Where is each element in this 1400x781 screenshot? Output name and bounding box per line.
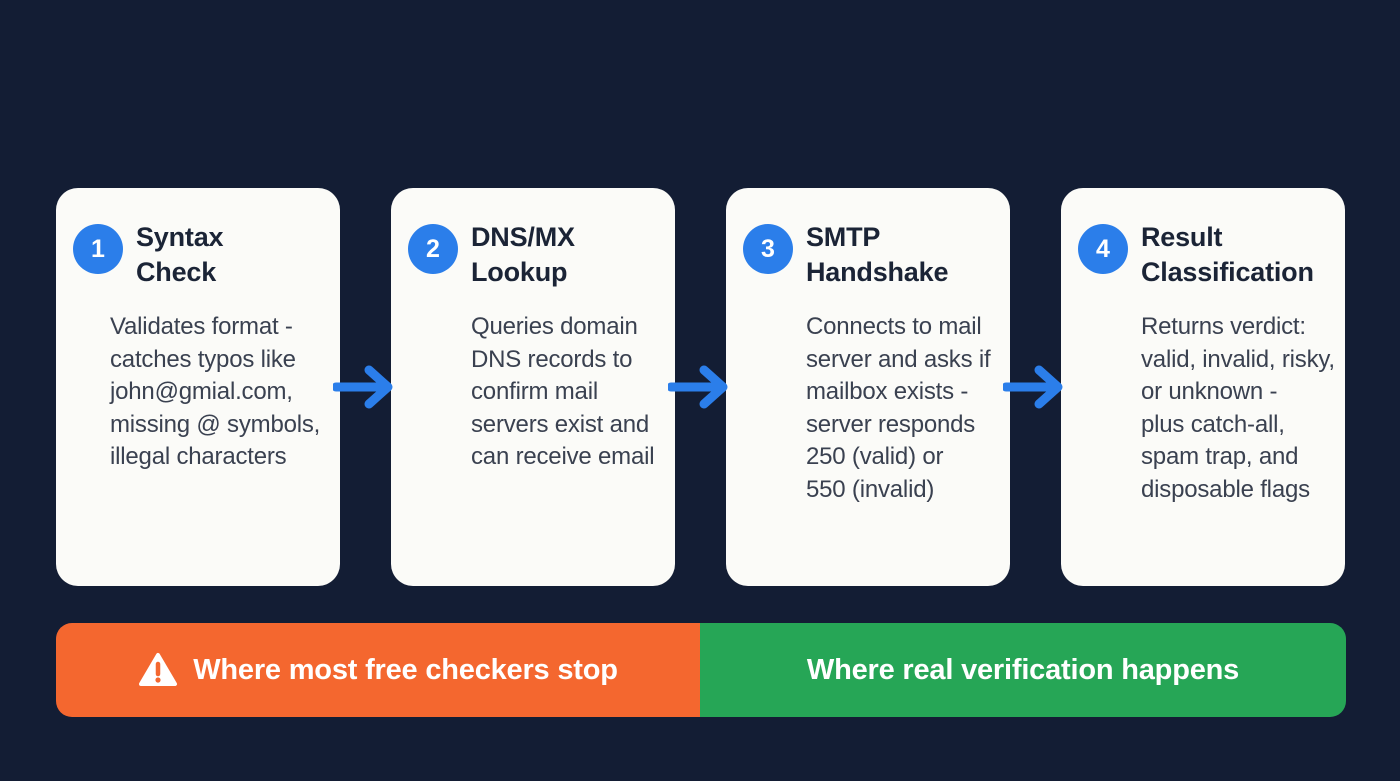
step-number-badge: 4 xyxy=(1078,224,1128,274)
step-description: Connects to mail server and asks if mail… xyxy=(806,313,991,503)
step-title: Syntax Check xyxy=(136,222,224,287)
step-title: Result Classification xyxy=(1141,222,1314,287)
step-header: 4 Result Classification xyxy=(1078,220,1331,290)
step-card-result-classification: 4 Result Classification Returns verdict:… xyxy=(1061,188,1345,586)
step-description: Validates format - catches typos like jo… xyxy=(110,313,321,470)
step-header: 3 SMTP Handshake xyxy=(743,220,996,290)
arrow-right-icon xyxy=(333,365,393,409)
step-card-syntax-check: 1 Syntax Check Validates format - catche… xyxy=(56,188,340,586)
arrow-right-icon xyxy=(668,365,728,409)
real-verification-banner: Where real verification happens xyxy=(700,623,1346,717)
step-card-smtp-handshake: 3 SMTP Handshake Connects to mail server… xyxy=(726,188,1010,586)
warning-triangle-icon xyxy=(139,653,178,686)
step-description: Returns verdict: valid, invalid, risky, … xyxy=(1141,313,1335,503)
real-verification-banner-label: Where real verification happens xyxy=(806,653,1240,686)
free-checkers-banner: Where most free checkers stop xyxy=(56,623,700,717)
arrow-right-icon xyxy=(1003,365,1063,409)
step-number-badge: 3 xyxy=(743,224,793,274)
step-title: SMTP Handshake xyxy=(806,222,949,287)
step-header: 2 DNS/MX Lookup xyxy=(408,220,661,290)
step-number-badge: 1 xyxy=(73,224,123,274)
step-description: Queries domain DNS records to confirm ma… xyxy=(471,313,655,470)
steps-row: 1 Syntax Check Validates format - catche… xyxy=(56,188,1345,586)
step-header: 1 Syntax Check xyxy=(73,220,326,290)
step-card-dns-mx-lookup: 2 DNS/MX Lookup Queries domain DNS recor… xyxy=(391,188,675,586)
free-checkers-banner-label: Where most free checkers stop xyxy=(193,653,618,686)
step-title: DNS/MX Lookup xyxy=(471,222,575,287)
legend-banners: Where most free checkers stop Where real… xyxy=(56,623,1346,717)
step-number-badge: 2 xyxy=(408,224,458,274)
